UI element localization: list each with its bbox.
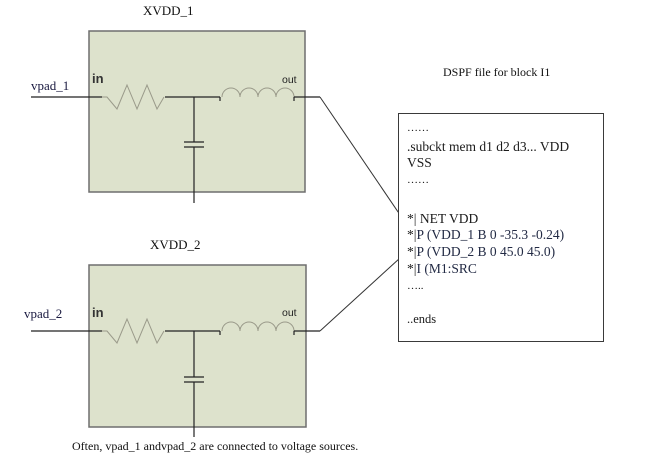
- block-1-out-label: out: [282, 74, 297, 86]
- block-2-input-label: vpad_2: [24, 306, 63, 321]
- dspf-line-pin-vdd2: *|P (VDD_2 B 0 45.0 45.0): [407, 244, 556, 259]
- resistor-symbol: [102, 83, 165, 111]
- dspf-line: …..: [407, 280, 424, 292]
- pin-marker: *|: [407, 261, 417, 276]
- caption: Often, vpad_1 andvpad_2 are connected to…: [72, 439, 359, 453]
- block-2-in-label: in: [92, 305, 104, 320]
- dspf-line: .subckt mem d1 d2 d3... VDD: [407, 139, 570, 154]
- block-body: [88, 264, 307, 428]
- dspf-line-inst: *|I (M1:SRC: [407, 261, 477, 276]
- dspf-line: ……: [407, 122, 429, 134]
- connector-vdd2-to-pin: [319, 247, 412, 332]
- dspf-line-net: *| NET VDD: [407, 211, 479, 226]
- dspf-file-box: …… .subckt mem d1 d2 d3... VDD VSS …… *|…: [398, 113, 604, 342]
- pin-marker: *|: [407, 244, 417, 259]
- block-xvdd-2: [31, 264, 320, 437]
- block-2-out-label: out: [282, 307, 297, 319]
- block-1-input-label: vpad_1: [31, 78, 70, 93]
- dspf-line-pin-vdd1: *|P (VDD_1 B 0 -35.3 -0.24): [407, 227, 565, 242]
- inductor-symbol: [221, 321, 295, 332]
- block-xvdd-1: [31, 30, 320, 203]
- dspf-line: VSS: [407, 155, 432, 170]
- resistor-symbol: [102, 317, 165, 345]
- connector-vdd1-to-pin: [319, 96, 412, 232]
- inductor-symbol: [221, 87, 295, 98]
- pin-marker: *|: [407, 227, 417, 242]
- block-1-in-label: in: [92, 71, 104, 86]
- dspf-line: ……: [407, 174, 429, 186]
- dspf-title: DSPF file for block I1: [443, 65, 551, 79]
- block-2-title: XVDD_2: [150, 237, 201, 252]
- block-1-title: XVDD_1: [143, 3, 194, 18]
- block-body: [88, 30, 306, 193]
- dspf-line-ends: ..ends: [407, 312, 437, 326]
- pin-marker: *|: [407, 211, 417, 226]
